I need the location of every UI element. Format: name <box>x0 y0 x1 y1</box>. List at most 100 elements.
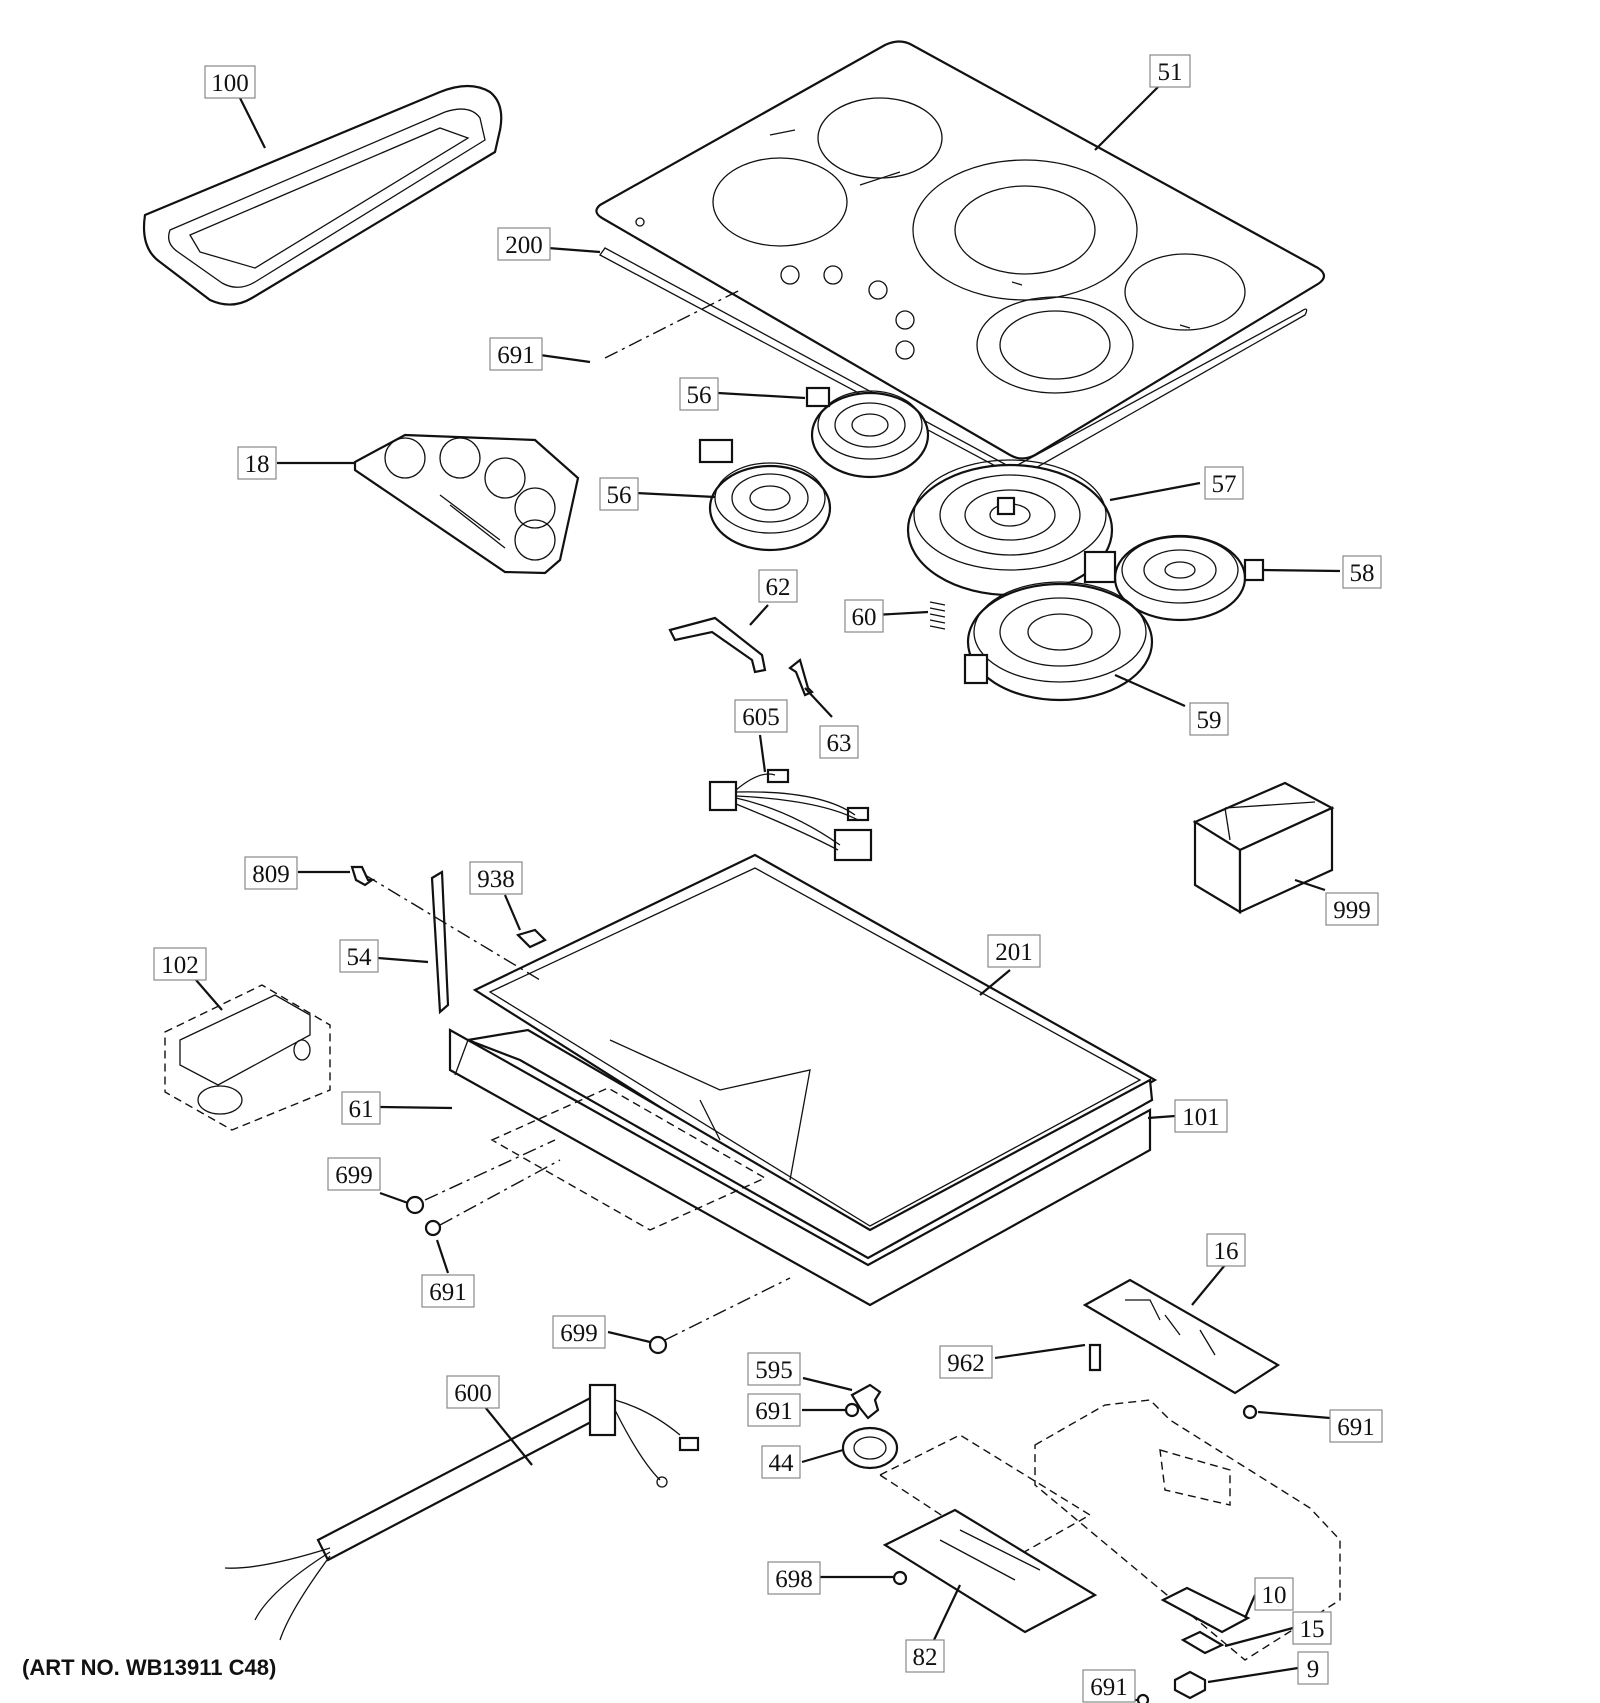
callout-691-left: 691 <box>421 1274 475 1308</box>
callout-label: 691 <box>1337 1414 1375 1441</box>
callout-54: 54 <box>339 939 379 973</box>
callout-18: 18 <box>237 446 277 480</box>
callout-label: 999 <box>1333 897 1371 924</box>
callout-label: 691 <box>497 342 535 369</box>
leader-lines <box>195 84 1341 1702</box>
part-screw-691e <box>1136 1693 1150 1703</box>
part-cover-9 <box>1173 1670 1207 1700</box>
part-screw-691b <box>424 1219 442 1237</box>
callout-label: 691 <box>755 1398 793 1425</box>
part-screw-699a <box>405 1195 425 1215</box>
callout-label: 15 <box>1300 1616 1325 1643</box>
part-burner-box-61 <box>448 1028 1152 1307</box>
part-box <box>1192 781 1335 914</box>
callout-label: 595 <box>755 1357 793 1384</box>
part-griddle <box>142 84 503 306</box>
callout-56-rear: 56 <box>679 377 719 411</box>
callout-63: 63 <box>819 725 859 759</box>
part-hardware-bag <box>164 984 331 1131</box>
callout-58: 58 <box>1342 555 1382 589</box>
callout-label: 44 <box>769 1450 795 1477</box>
callout-label: 58 <box>1350 560 1375 587</box>
callout-label: 101 <box>1182 1104 1220 1131</box>
part-wire-harness <box>708 768 873 862</box>
part-cooktop-gasket <box>599 247 1308 479</box>
part-screw-691c <box>844 1402 860 1418</box>
callout-label: 56 <box>687 382 712 409</box>
callout-label: 699 <box>335 1162 373 1189</box>
part-switch-15 <box>1180 1630 1225 1655</box>
callout-10: 10 <box>1254 1577 1294 1611</box>
callout-label: 605 <box>742 704 780 731</box>
part-screw-809 <box>350 865 376 887</box>
callout-809: 809 <box>244 856 298 890</box>
callout-label: 63 <box>827 730 852 757</box>
callout-label: 691 <box>429 1279 467 1306</box>
part-glass-cooktop <box>595 40 1326 460</box>
callout-56-front: 56 <box>599 477 639 511</box>
part-bracket-10 <box>1160 1586 1251 1634</box>
callout-698: 698 <box>767 1561 821 1595</box>
part-spring-60 <box>929 601 946 630</box>
part-burner-dual <box>906 459 1114 597</box>
callout-label: 57 <box>1212 471 1237 498</box>
part-burner-small-rear <box>805 386 930 479</box>
callout-691-center: 691 <box>747 1393 801 1427</box>
callout-691-right: 691 <box>1329 1409 1383 1443</box>
callout-999: 999 <box>1325 892 1379 926</box>
callout-label: 200 <box>505 232 543 259</box>
part-burner-right <box>1083 534 1265 622</box>
callout-label: 59 <box>1197 707 1222 734</box>
callout-label: 600 <box>454 1380 492 1407</box>
callout-691-top: 691 <box>489 337 543 371</box>
callout-200: 200 <box>497 227 551 261</box>
callout-label: 54 <box>347 944 373 971</box>
part-control-board <box>353 433 580 575</box>
callout-962: 962 <box>939 1345 993 1379</box>
callout-label: 60 <box>852 604 877 631</box>
callout-label: 100 <box>211 70 249 97</box>
callout-101: 101 <box>1174 1099 1228 1133</box>
part-dashed-tray <box>1034 1399 1341 1661</box>
art-number: (ART NO. WB13911 C48) <box>22 1655 277 1680</box>
callout-label: 9 <box>1307 1656 1320 1683</box>
part-board-82 <box>878 1434 1098 1634</box>
part-strip-54 <box>430 870 450 1015</box>
callout-15: 15 <box>1292 1611 1332 1645</box>
part-burner-small-front <box>698 438 832 552</box>
callout-100: 100 <box>204 65 256 99</box>
callout-201: 201 <box>987 934 1041 968</box>
callout-62: 62 <box>758 569 798 603</box>
callout-44: 44 <box>761 1445 801 1479</box>
callout-82: 82 <box>905 1639 945 1673</box>
part-grommet-44 <box>841 1426 899 1470</box>
callout-label: 16 <box>1214 1238 1239 1265</box>
callout-9: 9 <box>1297 1651 1329 1685</box>
callout-label: 82 <box>913 1644 938 1671</box>
callout-57: 57 <box>1204 466 1244 500</box>
part-clip-938 <box>515 928 547 949</box>
callout-102: 102 <box>153 947 207 981</box>
callout-595: 595 <box>747 1352 801 1386</box>
callout-699-left: 699 <box>327 1157 381 1191</box>
callout-label: 698 <box>775 1566 813 1593</box>
part-burner-large-front <box>963 581 1154 702</box>
callout-59: 59 <box>1189 702 1229 736</box>
part-standoff-962 <box>1088 1343 1102 1372</box>
part-screw-698 <box>892 1570 908 1586</box>
callout-938: 938 <box>469 861 523 895</box>
part-bracket-595 <box>850 1383 882 1420</box>
callout-605: 605 <box>734 699 788 733</box>
part-screw-699b <box>648 1335 668 1355</box>
callout-label: 699 <box>560 1320 598 1347</box>
part-conduit-600 <box>224 1383 700 1641</box>
part-screw-691d <box>1242 1404 1258 1420</box>
callout-label: 61 <box>349 1096 374 1123</box>
callout-51: 51 <box>1149 54 1191 88</box>
part-power-board-16 <box>1082 1278 1281 1395</box>
callout-label: 62 <box>766 574 791 601</box>
callout-label: 51 <box>1158 59 1183 86</box>
callout-label: 809 <box>252 861 290 888</box>
callout-label: 201 <box>995 939 1033 966</box>
